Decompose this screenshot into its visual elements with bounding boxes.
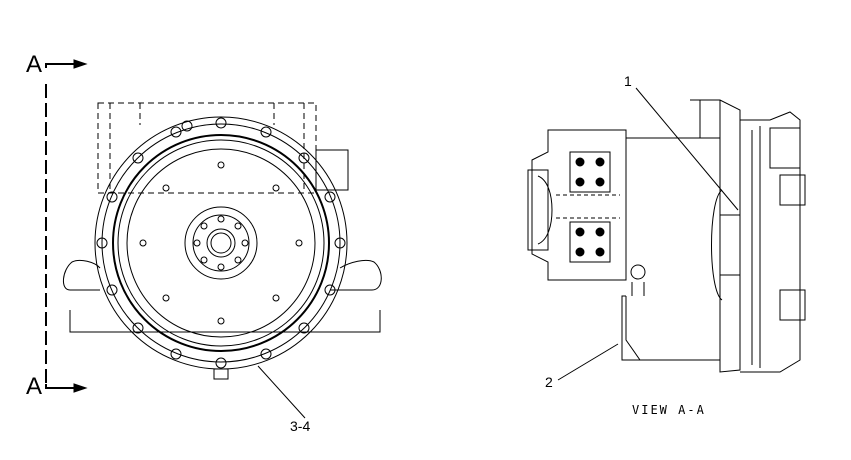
callout-1: 1 bbox=[624, 73, 632, 89]
pump-bolts bbox=[575, 157, 605, 257]
section-label-bottom: A bbox=[26, 373, 42, 400]
front-view bbox=[63, 102, 382, 419]
side-view-a-a bbox=[527, 87, 806, 381]
callout-2: 2 bbox=[545, 374, 553, 390]
section-label-top: A bbox=[26, 51, 42, 78]
flywheel-holes bbox=[139, 161, 303, 325]
housing-bolts bbox=[96, 117, 346, 369]
section-line-a-a bbox=[45, 59, 88, 393]
callout-3-4: 3-4 bbox=[290, 418, 310, 434]
hub-bolts bbox=[193, 215, 249, 271]
view-label: VIEW A-A bbox=[632, 403, 706, 417]
